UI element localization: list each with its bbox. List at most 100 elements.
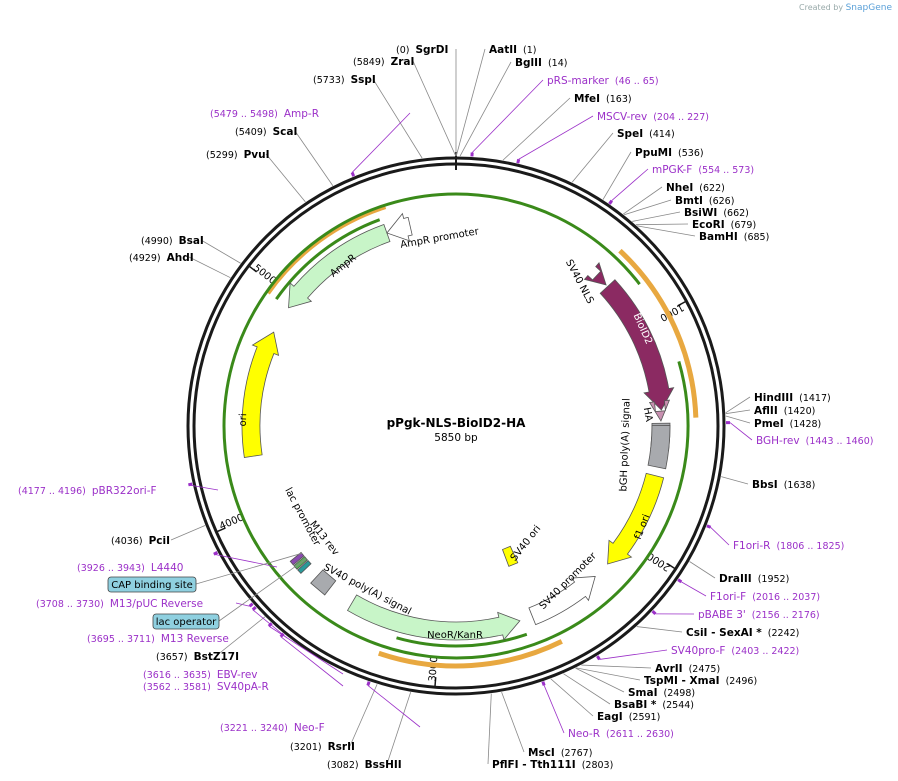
svg-text:SpeI(414): SpeI(414) bbox=[617, 128, 675, 140]
enzyme-name: (685) bbox=[744, 232, 770, 243]
svg-text:(5849)ZraI: (5849)ZraI bbox=[353, 56, 414, 68]
primer-neo-r: Neo-R(2611 .. 2630) bbox=[568, 728, 674, 740]
bgh-polya-feature bbox=[647, 425, 671, 470]
leader-line bbox=[501, 691, 525, 753]
lac-promoter-label: lac promoter bbox=[282, 486, 322, 548]
enzyme-pos: SmaI bbox=[628, 687, 658, 699]
enzyme-site-pcii: (4036)PciI bbox=[111, 535, 170, 547]
ha-feature bbox=[648, 399, 671, 422]
enzyme-site-eagi: EagI(2591) bbox=[597, 711, 660, 723]
enzyme-name: (1638) bbox=[784, 480, 816, 491]
leader-line bbox=[632, 211, 681, 222]
enzyme-name: (2475) bbox=[689, 664, 721, 675]
enzyme-pos: (4929) bbox=[129, 253, 161, 264]
svg-text:(3201)RsrII: (3201)RsrII bbox=[290, 741, 355, 753]
primer-f1ori-r: F1ori-R(1806 .. 1825) bbox=[733, 540, 844, 552]
svg-text:BGH-rev(1443 .. 1460): BGH-rev(1443 .. 1460) bbox=[756, 435, 873, 447]
tick-mark bbox=[434, 677, 437, 688]
sv40-promoter-feature bbox=[528, 576, 596, 626]
primer-leader bbox=[681, 581, 707, 597]
primer-pbabe-3-: pBABE 3'(2156 .. 2176) bbox=[698, 609, 820, 621]
bioid2-feature bbox=[599, 279, 675, 411]
primer-mark bbox=[251, 605, 257, 611]
enzyme-pos: PpuMI bbox=[635, 147, 672, 159]
primer-leader bbox=[268, 625, 344, 675]
svg-text:BamHI(685): BamHI (685) bbox=[699, 231, 769, 243]
primer-range: (3221 .. 3240) bbox=[220, 723, 288, 734]
primer-name: SV40pA-R bbox=[217, 681, 269, 693]
svg-text:(3221 .. 3240)Neo-F: (3221 .. 3240)Neo-F bbox=[220, 722, 325, 734]
svg-text:F1ori-R(1806 .. 1825): F1ori-R(1806 .. 1825) bbox=[733, 540, 844, 552]
orf-arc bbox=[222, 192, 690, 660]
svg-text:(3695 .. 3711)M13 Reverse: (3695 .. 3711)M13 Reverse bbox=[87, 633, 229, 645]
primer-mark bbox=[366, 681, 371, 686]
svg-text:(3616 .. 3635)EBV-rev: (3616 .. 3635)EBV-rev bbox=[143, 669, 258, 681]
enzyme-site-avrii: AvrII(2475) bbox=[655, 663, 720, 675]
enzyme-pos: (5733) bbox=[313, 75, 345, 86]
primer-prs-marker: pRS-marker(46 .. 65) bbox=[547, 75, 659, 87]
enzyme-name: (536) bbox=[678, 148, 704, 159]
enzyme-pos: BsaBI * bbox=[614, 699, 657, 711]
primer-mark bbox=[516, 158, 521, 164]
primer-name: Amp-R bbox=[284, 108, 319, 120]
primer-name: M13 Reverse bbox=[161, 633, 229, 645]
primer-range: (2156 .. 2176) bbox=[752, 610, 820, 621]
leader-line bbox=[294, 130, 334, 186]
enzyme-pos: PflFI - Tth111I bbox=[492, 759, 576, 771]
leader-line bbox=[386, 692, 412, 765]
svg-text:BsiWI(662): BsiWI (662) bbox=[684, 207, 749, 219]
enzyme-pos: AatII bbox=[489, 44, 517, 56]
svg-text:BsaBI *(2544): BsaBI *(2544) bbox=[614, 699, 694, 711]
primer-range: (3562 .. 3581) bbox=[143, 682, 211, 693]
enzyme-pos: TspMI - XmaI bbox=[644, 675, 720, 687]
ampr-promoter-label: AmpR promoter bbox=[399, 226, 480, 251]
enzyme-site-bsshii: (3082)BssHII bbox=[327, 759, 402, 771]
leader-line bbox=[725, 409, 751, 415]
enzyme-name: (662) bbox=[723, 208, 749, 219]
enzyme-pos: PmeI bbox=[754, 418, 784, 430]
orf-arc bbox=[266, 205, 387, 295]
tick-mark bbox=[216, 527, 226, 533]
ampr-feature bbox=[288, 224, 391, 309]
enzyme-name: PvuI bbox=[244, 149, 270, 161]
enzyme-pos: BsiWI bbox=[684, 207, 717, 219]
leader-line bbox=[725, 396, 751, 414]
primer-neo-f: (3221 .. 3240)Neo-F bbox=[220, 722, 325, 734]
enzyme-name: (2496) bbox=[726, 676, 758, 687]
primer-leader bbox=[729, 422, 753, 441]
tick-mark bbox=[248, 265, 258, 273]
enzyme-name: (679) bbox=[731, 220, 757, 231]
svg-text:AvrII(2475): AvrII(2475) bbox=[655, 663, 720, 675]
svg-text:(5299)PvuI: (5299)PvuI bbox=[206, 149, 270, 161]
enzyme-name: (414) bbox=[649, 129, 675, 140]
primer-f1ori-f: F1ori-F(2016 .. 2037) bbox=[710, 591, 820, 603]
enzyme-pos: BamHI bbox=[699, 231, 738, 243]
leader-line bbox=[487, 693, 492, 765]
enzyme-pos: (4036) bbox=[111, 536, 143, 547]
primer-leader bbox=[471, 79, 544, 153]
leader-line bbox=[689, 561, 716, 579]
primer-range: (204 .. 227) bbox=[653, 112, 709, 123]
enzyme-site-bstz17i: (3657)BstZ17I bbox=[156, 651, 239, 663]
svg-text:BmtI(626): BmtI(626) bbox=[675, 195, 734, 207]
svg-text:PflFI - Tth111I(2803): PflFI - Tth111I(2803) bbox=[492, 759, 613, 771]
primer-sv40pa-r: (3562 .. 3581) SV40pA-R bbox=[143, 681, 269, 693]
svg-text:(3708 .. 3730)M13/pUC Reverse: (3708 .. 3730)M13/pUC Reverse bbox=[36, 598, 203, 610]
enzyme-pos: AflII bbox=[754, 405, 778, 417]
svg-text:SV40pro-F(2403 .. 2422): SV40pro-F(2403 .. 2422) bbox=[671, 645, 799, 657]
leader-line bbox=[170, 525, 206, 541]
ori-label: ori bbox=[238, 413, 249, 426]
enzyme-pos: MfeI bbox=[574, 93, 600, 105]
svg-text:(4929)AhdI: (4929) AhdI bbox=[129, 252, 194, 264]
snapgene-credit: Created by SnapGene bbox=[799, 3, 892, 13]
boxed-label-text: lac operator bbox=[156, 617, 217, 628]
leader-line bbox=[502, 97, 571, 161]
primer-name: pRS-marker bbox=[547, 75, 610, 87]
enzyme-site-bsabi: BsaBI *(2544) bbox=[614, 699, 694, 711]
enzyme-site-mfei: MfeI(163) bbox=[574, 93, 632, 105]
primer-range: (3926 .. 3943) bbox=[77, 563, 145, 574]
leader-line bbox=[624, 199, 672, 216]
leader-line bbox=[188, 256, 231, 279]
enzyme-name: AhdI bbox=[167, 252, 194, 264]
primer-range: (2016 .. 2037) bbox=[752, 592, 820, 603]
